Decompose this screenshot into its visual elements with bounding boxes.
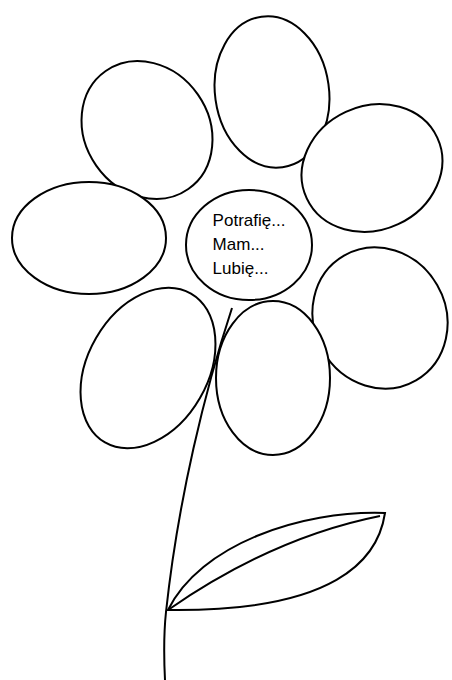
center-circle: Potrafię...Mam...Lubię... [185, 189, 313, 301]
petal [12, 182, 166, 294]
text-group: Potrafię...Mam...Lubię... [213, 209, 286, 281]
prompt-text: Potrafię... [213, 209, 286, 233]
leaf-vein [168, 516, 380, 610]
leaf [168, 513, 385, 610]
circle-shape [186, 190, 312, 300]
petal [216, 301, 330, 455]
prompt-text: Mam... [213, 233, 286, 257]
stem [164, 308, 232, 680]
prompt-text: Lubię... [213, 257, 286, 281]
